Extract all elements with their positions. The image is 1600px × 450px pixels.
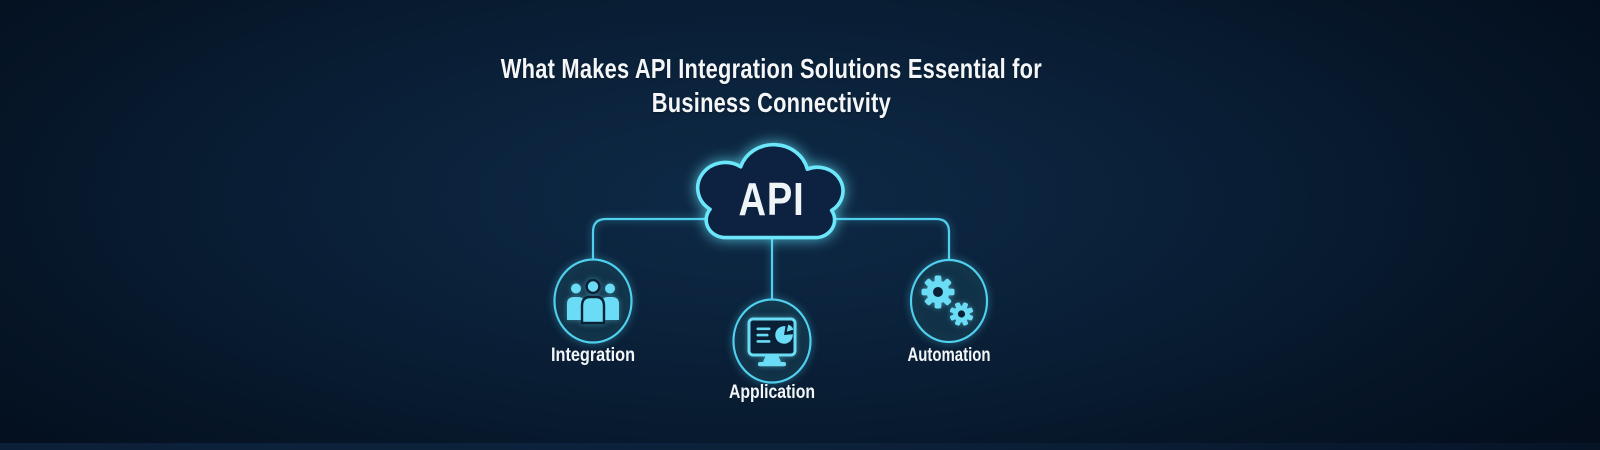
people-group-icon bbox=[567, 278, 619, 325]
api-cloud: API bbox=[698, 145, 843, 238]
cloud-outline bbox=[698, 145, 843, 238]
application-label: Application bbox=[729, 381, 815, 403]
node-integration: Integration bbox=[551, 258, 635, 366]
title-line-1: What Makes API Integration Solutions Ess… bbox=[500, 53, 1042, 84]
node-automation: Automation bbox=[908, 258, 991, 366]
title-line-2: Business Connectivity bbox=[651, 87, 891, 118]
infographic-title: What Makes API Integration Solutions Ess… bbox=[170, 52, 1374, 120]
connector-left-line bbox=[591, 217, 728, 261]
automation-label: Automation bbox=[908, 344, 991, 366]
gears-icon bbox=[921, 275, 974, 326]
integration-label: Integration bbox=[551, 344, 635, 366]
monitor-chart-icon bbox=[747, 317, 797, 367]
connector-lines bbox=[591, 217, 951, 301]
connector-right-line bbox=[816, 217, 951, 261]
node-application: Application bbox=[729, 298, 815, 403]
api-label: API bbox=[739, 173, 805, 225]
